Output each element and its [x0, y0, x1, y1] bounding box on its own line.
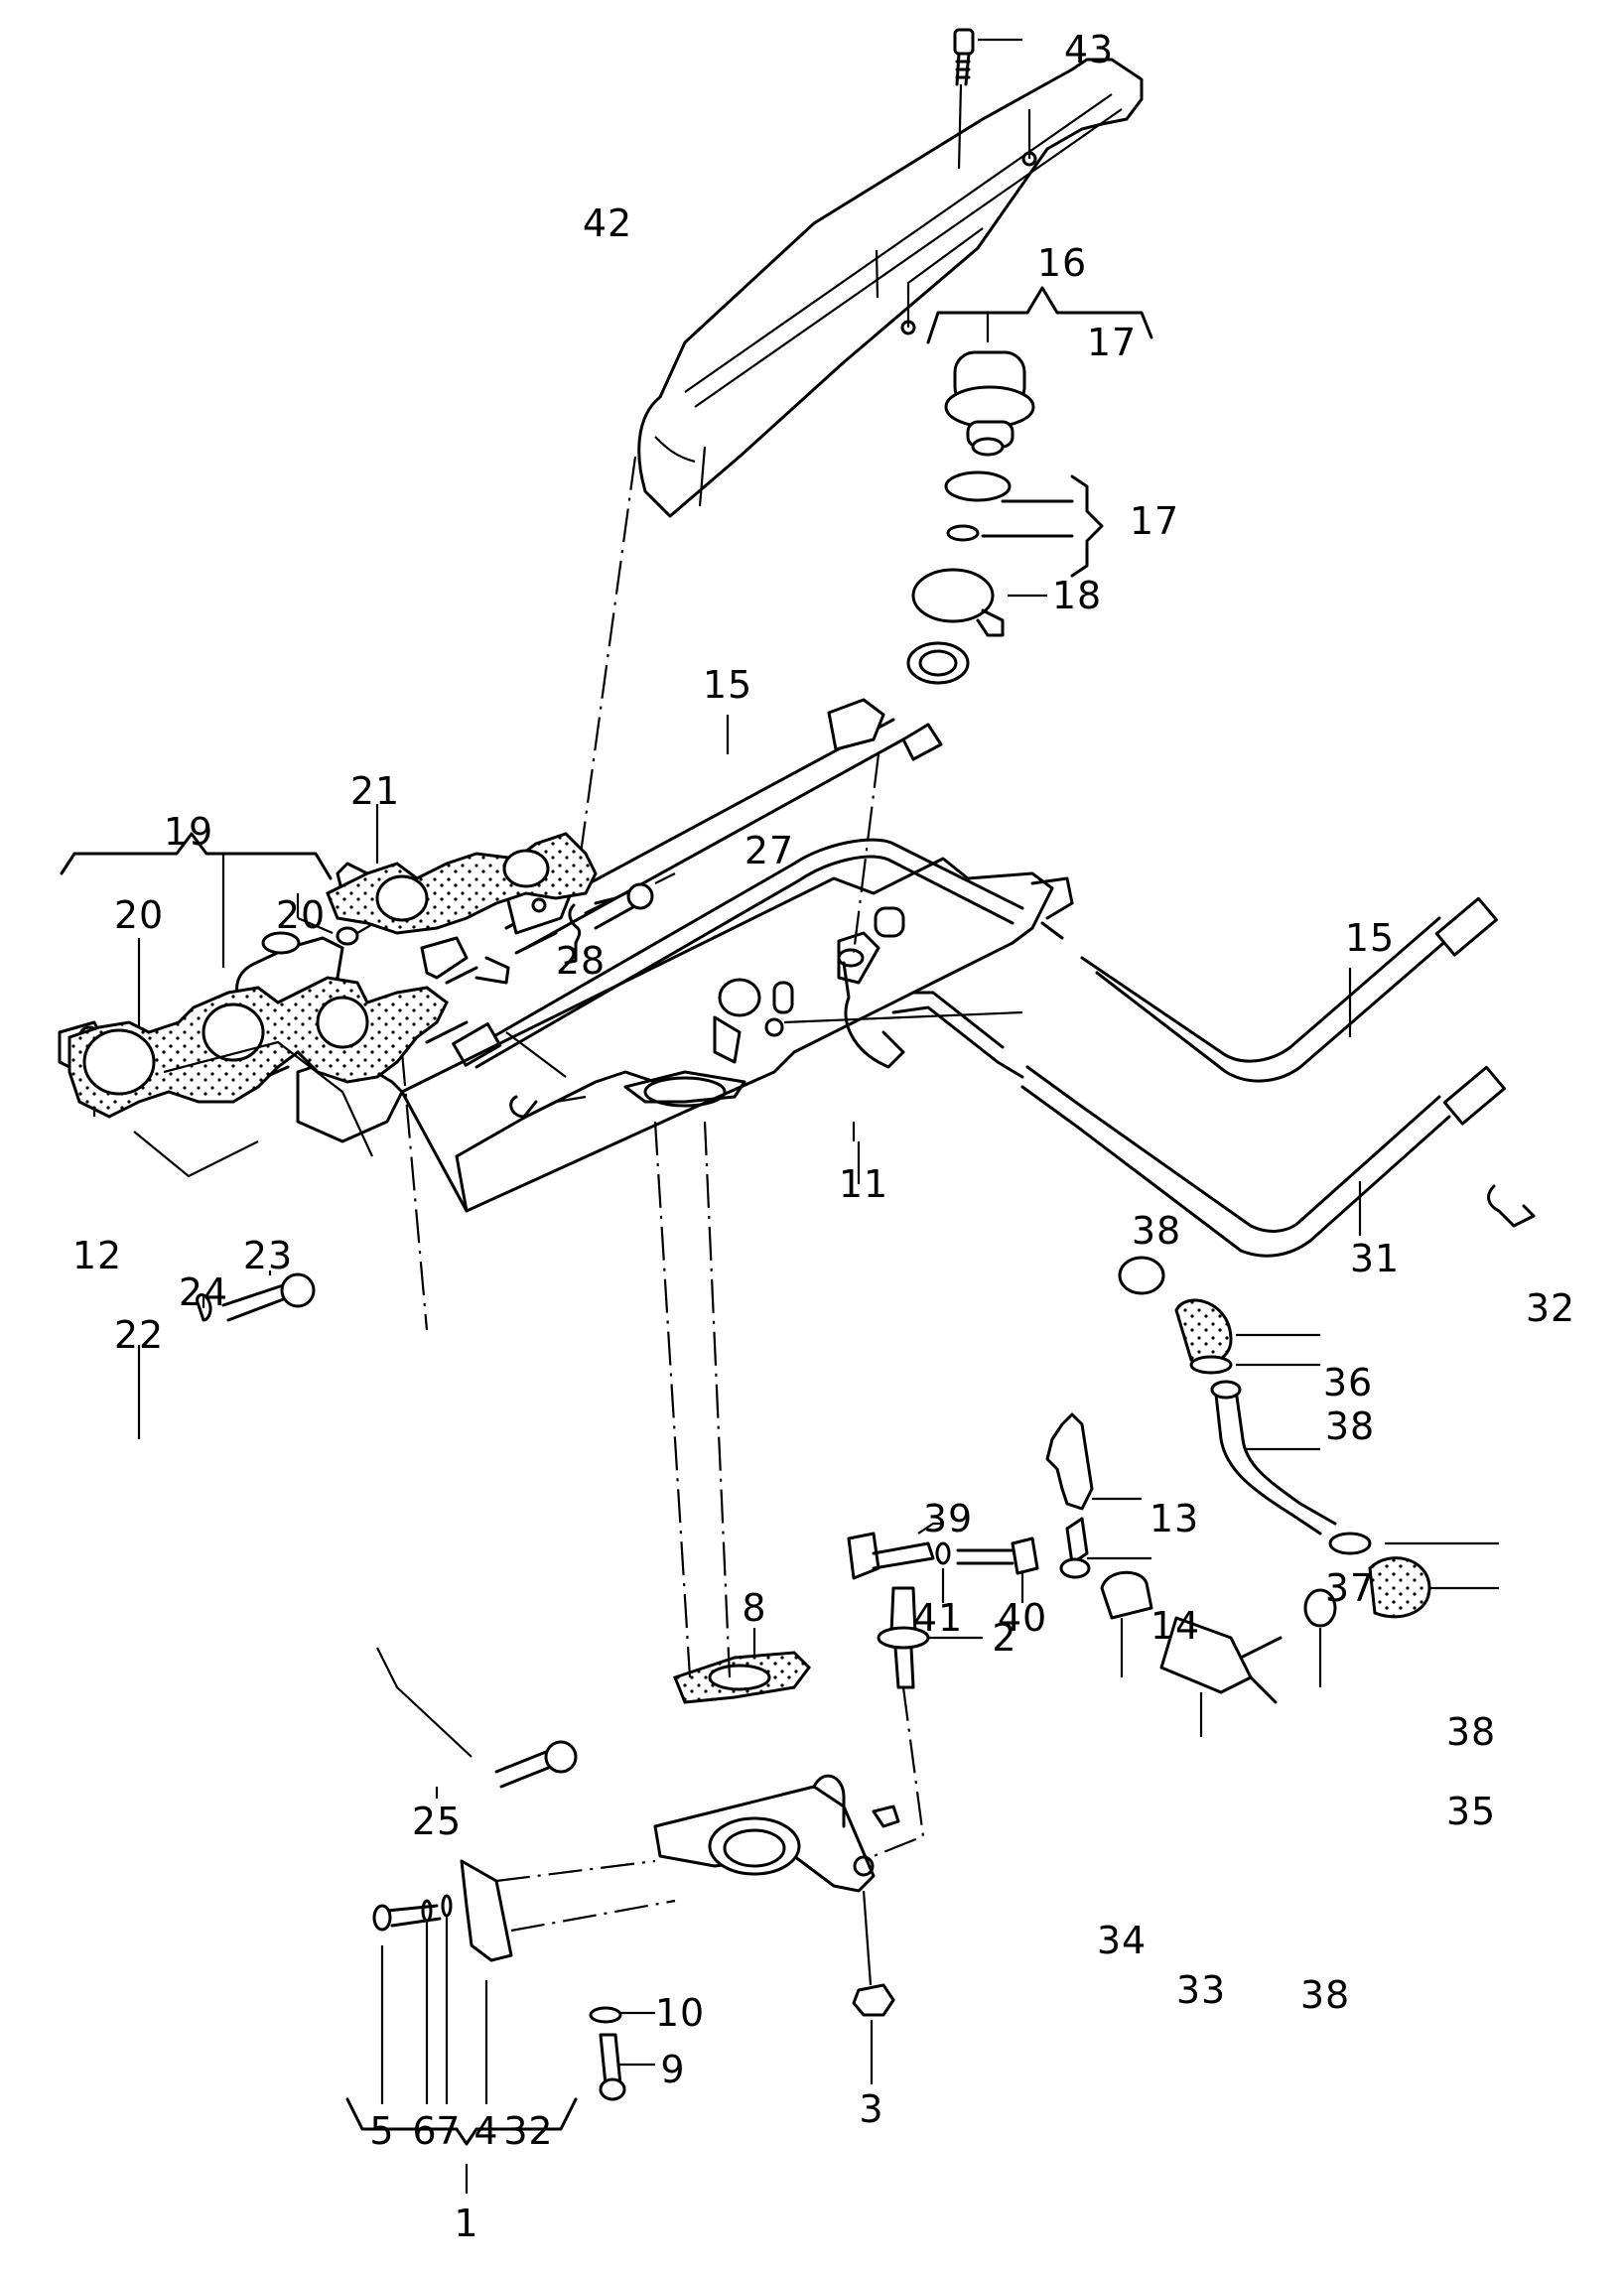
- callout-31: 31: [1349, 1237, 1401, 1280]
- callout-32: 32: [1525, 1286, 1576, 1330]
- callout-23: 23: [242, 1234, 294, 1277]
- callout-36: 36: [1322, 1361, 1374, 1404]
- callout-33: 33: [1175, 1968, 1227, 2012]
- callout-12: 12: [71, 1234, 123, 1277]
- callout-28: 28: [555, 939, 607, 983]
- fuel-lines-icon: [452, 838, 1536, 1258]
- callout-9: 9: [660, 2048, 686, 2091]
- pressure-regulator-icon: [906, 286, 1153, 685]
- intake-manifold-icon: [241, 857, 1074, 1213]
- callout-17-bracket: 17: [1086, 321, 1138, 364]
- callout-11: 11: [838, 1162, 889, 1206]
- callout-17-orings: 17: [1129, 499, 1180, 543]
- callout-19: 19: [163, 810, 214, 854]
- callout-38-top: 38: [1131, 1209, 1182, 1253]
- callout-1: 1: [454, 2202, 479, 2245]
- breather-hoses-icon: [1118, 1256, 1499, 1628]
- callout-18: 18: [1051, 574, 1103, 617]
- callout-14: 14: [1150, 1604, 1201, 1648]
- callout-40: 40: [997, 1596, 1048, 1640]
- callout-34: 34: [1096, 1919, 1148, 1962]
- bolt-43-icon: [953, 28, 1022, 170]
- manifold-bolt-icon: [196, 1270, 316, 1322]
- callout-3-group: 3: [503, 2109, 529, 2153]
- callout-8: 8: [742, 1586, 767, 1630]
- callout-21: 21: [349, 769, 401, 813]
- callout-16: 16: [1036, 241, 1088, 285]
- callout-7: 7: [436, 2109, 462, 2153]
- assembly-bracket: [345, 2097, 578, 2146]
- callout-20-right: 20: [275, 893, 327, 937]
- callout-38-bottom: 38: [1299, 1973, 1351, 2017]
- callout-10: 10: [654, 1991, 706, 2035]
- callout-15-rail: 15: [702, 663, 753, 707]
- callout-22: 22: [113, 1313, 165, 1357]
- throttle-bolt-icon: [376, 1647, 578, 1799]
- bracket-icon: [1045, 1412, 1151, 1579]
- callout-2-group: 2: [528, 2109, 554, 2153]
- callout-43: 43: [1063, 28, 1115, 71]
- rail-bolt-icon: [564, 872, 676, 965]
- callout-15-line: 15: [1344, 916, 1396, 960]
- idle-air-valve-icon: [1100, 1570, 1322, 1737]
- manifold-gasket-icon: [68, 832, 598, 1119]
- callout-38-third: 38: [1445, 1710, 1497, 1754]
- callout-3-nut: 3: [859, 2087, 884, 2131]
- callout-2-stud: 2: [992, 1616, 1017, 1660]
- callout-37: 37: [1324, 1566, 1376, 1610]
- callout-25: 25: [411, 1800, 463, 1843]
- callout-35: 35: [1445, 1790, 1497, 1833]
- callout-24: 24: [178, 1270, 229, 1314]
- bolt-washer-nut-icon: [589, 1890, 895, 2101]
- callout-41: 41: [912, 1596, 964, 1640]
- callout-27: 27: [744, 829, 795, 872]
- sensor-icon: [847, 1522, 1039, 1603]
- callout-5: 5: [369, 2109, 395, 2153]
- callout-20-left: 20: [113, 893, 165, 937]
- callout-13: 13: [1149, 1497, 1200, 1540]
- throttle-body-icon: [653, 1121, 900, 1893]
- stud-icon: [873, 1586, 983, 1858]
- callout-6: 6: [412, 2109, 438, 2153]
- callout-4: 4: [474, 2109, 499, 2153]
- callout-39: 39: [922, 1497, 974, 1540]
- throttle-switch-hardware-icon: [372, 1859, 676, 2104]
- callout-42: 42: [582, 201, 633, 245]
- callout-38-second: 38: [1324, 1404, 1376, 1448]
- engine-cover-icon: [637, 58, 1144, 518]
